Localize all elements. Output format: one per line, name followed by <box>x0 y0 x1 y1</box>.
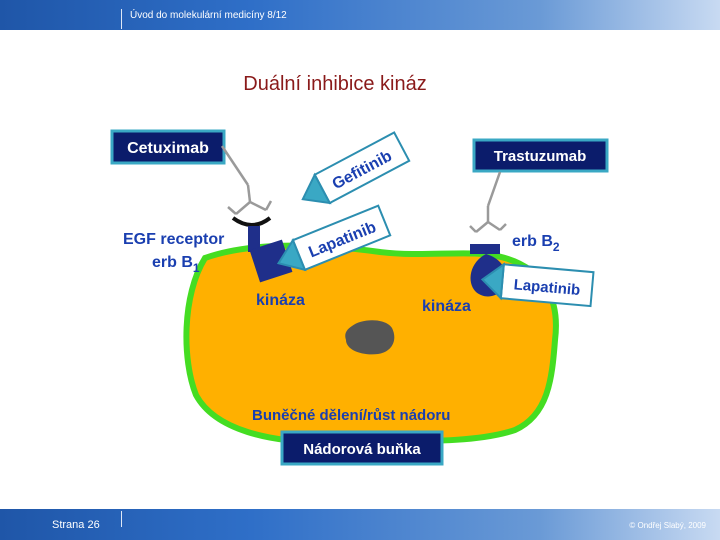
erb-b2-label: erb B2 <box>512 233 560 254</box>
cetuximab-box: Cetuximab <box>110 129 226 165</box>
course-title: Úvod do molekulární medicíny 8/12 <box>130 10 287 21</box>
top-bar: Úvod do molekulární medicíny 8/12 <box>0 0 720 30</box>
top-divider <box>121 9 122 29</box>
erb-b1-subscript: 1 <box>193 261 200 275</box>
erb-b1-text: erb B <box>152 254 193 271</box>
lapatinib-arrow-2: Lapatinib <box>480 262 595 308</box>
erb-b2-subscript: 2 <box>553 240 560 254</box>
cell-division-label: Buněčné dělení/růst nádoru <box>252 407 450 424</box>
tumor-cell-label: Nádorová buňka <box>303 441 421 458</box>
nucleus <box>345 320 395 355</box>
trastuzumab-antibody <box>469 171 507 233</box>
egf-receptor <box>231 216 293 283</box>
trastuzumab-box: Trastuzumab <box>472 138 609 173</box>
erb-b1-label: erb B1 <box>152 254 200 275</box>
kinase-label-1: kináza <box>256 292 305 309</box>
bottom-divider <box>121 511 122 527</box>
trastuzumab-label: Trastuzumab <box>494 148 587 165</box>
tumor-cell-box: Nádorová buňka <box>280 430 444 466</box>
erb-b2-text: erb B <box>512 233 553 250</box>
copyright: © Ondřej Slabý, 2009 <box>629 521 706 530</box>
lapatinib-label-2: Lapatinib <box>513 276 581 299</box>
cetuximab-label: Cetuximab <box>127 140 209 157</box>
kinase-label-2: kináza <box>422 298 471 315</box>
bottom-bar: Strana 26 © Ondřej Slabý, 2009 <box>0 509 720 540</box>
page-number: Strana 26 <box>52 519 100 531</box>
egf-receptor-label: EGF receptor <box>123 231 224 248</box>
cetuximab-antibody <box>220 145 273 215</box>
slide-title: Duální inhibice kináz <box>243 73 427 95</box>
gefitinib-arrow: Gefitinib <box>301 131 411 205</box>
